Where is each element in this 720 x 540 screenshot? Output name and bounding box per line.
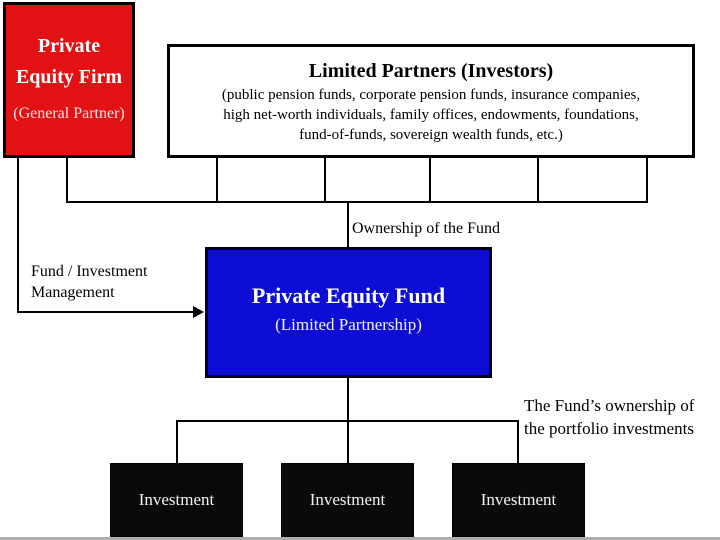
- fund-management-label-line1: Fund / Investment: [31, 263, 148, 280]
- investment-label-3: Investment: [480, 490, 557, 509]
- limited-partners-description: (public pension funds, corporate pension…: [170, 85, 692, 145]
- lp-description-line1: (public pension funds, corporate pension…: [221, 87, 641, 103]
- connector-gp-left-vertical: [17, 157, 19, 313]
- connector-investment-drop-3: [517, 421, 519, 463]
- connector-lp-drop-1: [216, 156, 218, 202]
- investment-box-3: Investment: [452, 463, 585, 537]
- fund-management-label: Fund / Investment Management: [31, 261, 147, 303]
- connector-lp-drop-4: [537, 156, 539, 202]
- firm-subtitle: (General Partner): [13, 105, 125, 122]
- limited-partners-box: Limited Partners (Investors) (public pen…: [167, 44, 695, 158]
- connector-gp-drop: [66, 157, 68, 203]
- fund-subtitle: (Limited Partnership): [275, 315, 422, 334]
- firm-title-line1: Private: [37, 35, 101, 57]
- portfolio-ownership-label-line1: The Fund’s ownership of: [524, 396, 695, 415]
- investment-box-1: Investment: [110, 463, 243, 537]
- portfolio-ownership-label-line2: the portfolio investments: [524, 419, 694, 438]
- arrowhead-right-icon: [193, 306, 204, 318]
- connector-investment-drop-1: [176, 421, 178, 463]
- lp-description-line3: fund-of-funds, sovereign wealth funds, e…: [299, 127, 563, 143]
- connector-management-horizontal: [17, 311, 195, 313]
- connector-ownership-rail: [66, 201, 648, 203]
- connector-lp-drop-3: [429, 156, 431, 202]
- fund-management-label-line2: Management: [31, 284, 115, 301]
- connector-investment-drop-2: [347, 421, 349, 463]
- firm-title: Private Equity Firm: [6, 5, 132, 93]
- slide-bottom-edge: [0, 537, 720, 540]
- firm-title-line2: Equity Firm: [15, 66, 123, 88]
- ownership-of-fund-label: Ownership of the Fund: [352, 220, 500, 237]
- connector-ownership-drop: [347, 203, 349, 247]
- private-equity-firm-box: Private Equity Firm (General Partner): [3, 2, 135, 158]
- connector-lp-drop-2: [324, 156, 326, 202]
- limited-partners-title: Limited Partners (Investors): [308, 60, 554, 82]
- portfolio-ownership-label: The Fund’s ownership of the portfolio in…: [524, 394, 694, 440]
- lp-description-line2: high net-worth individuals, family offic…: [223, 107, 639, 123]
- investment-label-2: Investment: [309, 490, 386, 509]
- connector-lp-drop-5: [646, 156, 648, 202]
- connector-fund-bottom-drop: [347, 378, 349, 421]
- investment-box-2: Investment: [281, 463, 414, 537]
- investment-label-1: Investment: [138, 490, 215, 509]
- private-equity-fund-box: Private Equity Fund (Limited Partnership…: [205, 247, 492, 378]
- fund-title: Private Equity Fund: [251, 283, 446, 308]
